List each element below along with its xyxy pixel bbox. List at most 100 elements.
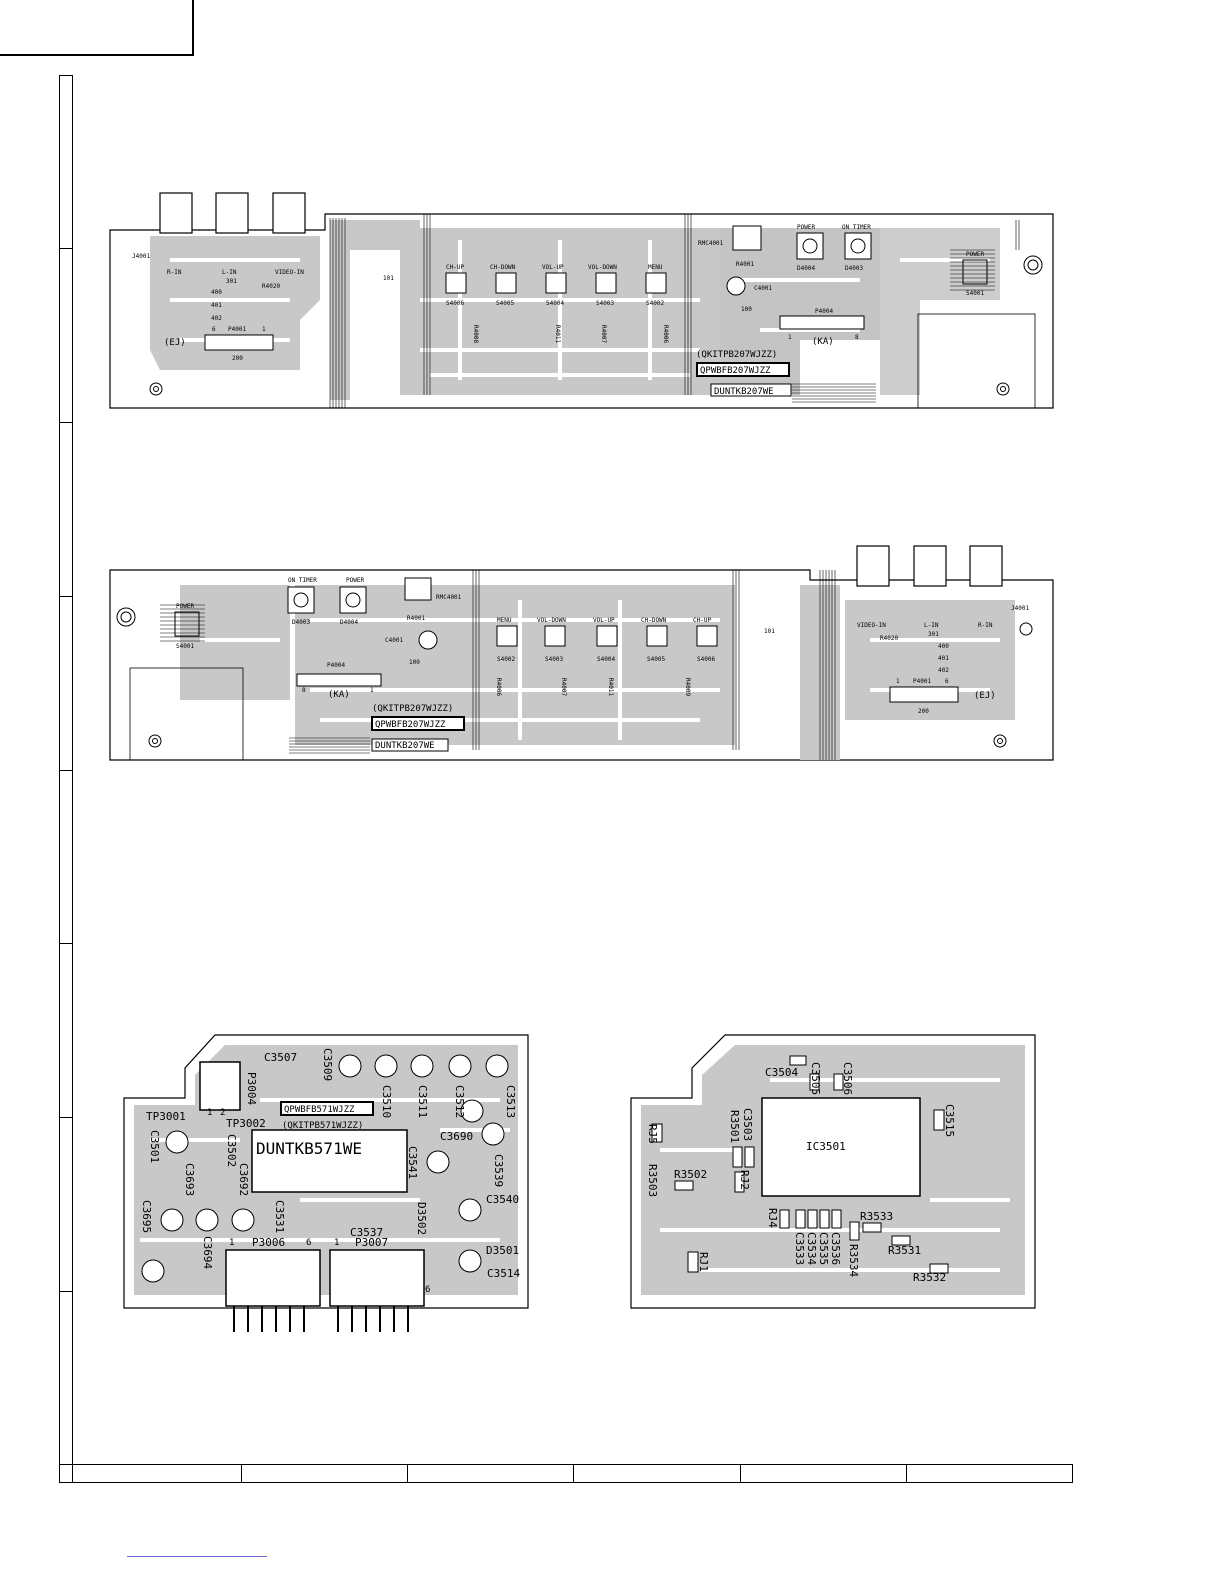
svg-text:R4011: R4011 bbox=[554, 325, 561, 343]
svg-text:TP3001: TP3001 bbox=[146, 1110, 186, 1123]
svg-text:P4001: P4001 bbox=[228, 326, 246, 333]
svg-text:CH-UP: CH-UP bbox=[446, 264, 464, 271]
svg-text:100: 100 bbox=[741, 306, 752, 313]
svg-text:(KA): (KA) bbox=[812, 337, 834, 347]
frame-tick bbox=[59, 1117, 73, 1118]
svg-text:RJ5: RJ5 bbox=[646, 1124, 659, 1144]
svg-text:S4004: S4004 bbox=[597, 656, 615, 663]
board-mid: POWER S4001 ON TIMER POWER D4003 D4004 R… bbox=[109, 545, 1054, 761]
svg-text:101: 101 bbox=[764, 628, 775, 635]
svg-text:R3533: R3533 bbox=[860, 1210, 893, 1223]
svg-text:R3531: R3531 bbox=[888, 1244, 921, 1257]
frame-tick bbox=[59, 248, 73, 249]
frame-tick bbox=[407, 1464, 408, 1483]
svg-text:100: 100 bbox=[409, 659, 420, 666]
board-top: J4001 R-IN L-IN VIDEO-IN 301 R4020 400 4… bbox=[109, 192, 1054, 409]
svg-text:1: 1 bbox=[370, 687, 374, 694]
svg-text:C3509: C3509 bbox=[321, 1048, 334, 1081]
svg-text:L-IN: L-IN bbox=[924, 622, 939, 629]
svg-text:C3515: C3515 bbox=[943, 1104, 956, 1137]
svg-text:POWER: POWER bbox=[966, 251, 984, 258]
page-corner-box bbox=[0, 0, 194, 56]
svg-text:200: 200 bbox=[232, 355, 243, 362]
svg-text:(EJ): (EJ) bbox=[164, 338, 186, 348]
svg-text:R4009: R4009 bbox=[684, 678, 691, 696]
svg-text:D4004: D4004 bbox=[340, 619, 358, 626]
svg-text:RMC4001: RMC4001 bbox=[698, 240, 724, 247]
svg-text:C3541: C3541 bbox=[406, 1146, 419, 1179]
svg-text:C3512: C3512 bbox=[453, 1085, 466, 1118]
svg-text:CH-DOWN: CH-DOWN bbox=[641, 617, 667, 624]
svg-text:402: 402 bbox=[211, 315, 222, 322]
svg-text:C3537: C3537 bbox=[350, 1226, 383, 1239]
frame-tick bbox=[906, 1464, 907, 1483]
pwb-code: QPWBFB207WJZZ bbox=[700, 366, 771, 376]
svg-text:D4004: D4004 bbox=[797, 265, 815, 272]
svg-text:R4011: R4011 bbox=[607, 678, 614, 696]
svg-text:P4004: P4004 bbox=[327, 662, 345, 669]
svg-text:S4002: S4002 bbox=[646, 300, 664, 307]
svg-text:CH-DOWN: CH-DOWN bbox=[490, 264, 516, 271]
svg-text:D4003: D4003 bbox=[845, 265, 863, 272]
svg-text:VIDEO-IN: VIDEO-IN bbox=[275, 269, 304, 276]
svg-text:RJ4: RJ4 bbox=[766, 1208, 779, 1228]
svg-text:8: 8 bbox=[302, 687, 306, 694]
ic-label: IC3501 bbox=[806, 1140, 846, 1153]
svg-text:RJ1: RJ1 bbox=[697, 1252, 710, 1272]
svg-text:S4002: S4002 bbox=[497, 656, 515, 663]
svg-text:C3511: C3511 bbox=[416, 1085, 429, 1118]
svg-text:TP3002: TP3002 bbox=[226, 1117, 266, 1130]
svg-text:1: 1 bbox=[262, 326, 266, 333]
svg-text:R3501: R3501 bbox=[728, 1110, 741, 1143]
svg-text:401: 401 bbox=[938, 655, 949, 662]
svg-text:1: 1 bbox=[896, 678, 900, 685]
svg-text:6: 6 bbox=[425, 1285, 430, 1295]
frame-tick bbox=[59, 1291, 73, 1292]
svg-text:R4020: R4020 bbox=[262, 283, 280, 290]
svg-text:400: 400 bbox=[938, 643, 949, 650]
svg-text:R4006: R4006 bbox=[662, 325, 669, 343]
unit-code: DUNTKB571WE bbox=[256, 1139, 362, 1158]
svg-text:C3507: C3507 bbox=[264, 1051, 297, 1064]
svg-text:6: 6 bbox=[945, 678, 949, 685]
svg-text:S4004: S4004 bbox=[546, 300, 564, 307]
svg-text:D3501: D3501 bbox=[486, 1244, 519, 1257]
svg-text:CH-UP: CH-UP bbox=[693, 617, 711, 624]
svg-text:POWER: POWER bbox=[346, 577, 364, 584]
svg-text:DUNTKB207WE: DUNTKB207WE bbox=[375, 741, 435, 751]
svg-text:C3501: C3501 bbox=[148, 1130, 161, 1163]
frame-tick bbox=[59, 422, 73, 423]
svg-text:R4001: R4001 bbox=[407, 615, 425, 622]
svg-text:R-IN: R-IN bbox=[978, 622, 993, 629]
svg-text:VOL-DOWN: VOL-DOWN bbox=[588, 264, 617, 271]
board-lower-right: C3504 C3505 C3506 C3515 R3501 C3503 RJ5 … bbox=[630, 1034, 1036, 1309]
svg-text:1: 1 bbox=[207, 1108, 212, 1118]
svg-text:C3693: C3693 bbox=[183, 1163, 196, 1196]
svg-text:R4007: R4007 bbox=[600, 325, 607, 343]
svg-text:S4006: S4006 bbox=[697, 656, 715, 663]
svg-text:L-IN: L-IN bbox=[222, 269, 237, 276]
svg-text:C4001: C4001 bbox=[754, 285, 772, 292]
svg-text:P3004: P3004 bbox=[245, 1072, 258, 1105]
frame-tick bbox=[573, 1464, 574, 1483]
svg-text:C3540: C3540 bbox=[486, 1193, 519, 1206]
frame-tick bbox=[241, 1464, 242, 1483]
svg-text:301: 301 bbox=[226, 278, 237, 285]
svg-text:R3532: R3532 bbox=[913, 1271, 946, 1284]
svg-text:C3506: C3506 bbox=[841, 1062, 854, 1095]
svg-text:401: 401 bbox=[211, 302, 222, 309]
svg-text:POWER: POWER bbox=[797, 224, 815, 231]
svg-text:C3531: C3531 bbox=[273, 1200, 286, 1233]
svg-text:C3536: C3536 bbox=[829, 1232, 842, 1265]
svg-text:C3534: C3534 bbox=[805, 1232, 818, 1265]
svg-text:R3534: R3534 bbox=[847, 1244, 860, 1277]
svg-text:VIDEO-IN: VIDEO-IN bbox=[857, 622, 886, 629]
svg-text:(EJ): (EJ) bbox=[974, 691, 996, 701]
svg-text:1: 1 bbox=[334, 1238, 339, 1248]
svg-text:101: 101 bbox=[383, 275, 394, 282]
svg-text:D3502: D3502 bbox=[415, 1202, 428, 1235]
svg-text:C3510: C3510 bbox=[380, 1085, 393, 1118]
svg-text:(QKITPB207WJZZ): (QKITPB207WJZZ) bbox=[372, 704, 453, 714]
svg-text:8: 8 bbox=[855, 334, 859, 341]
